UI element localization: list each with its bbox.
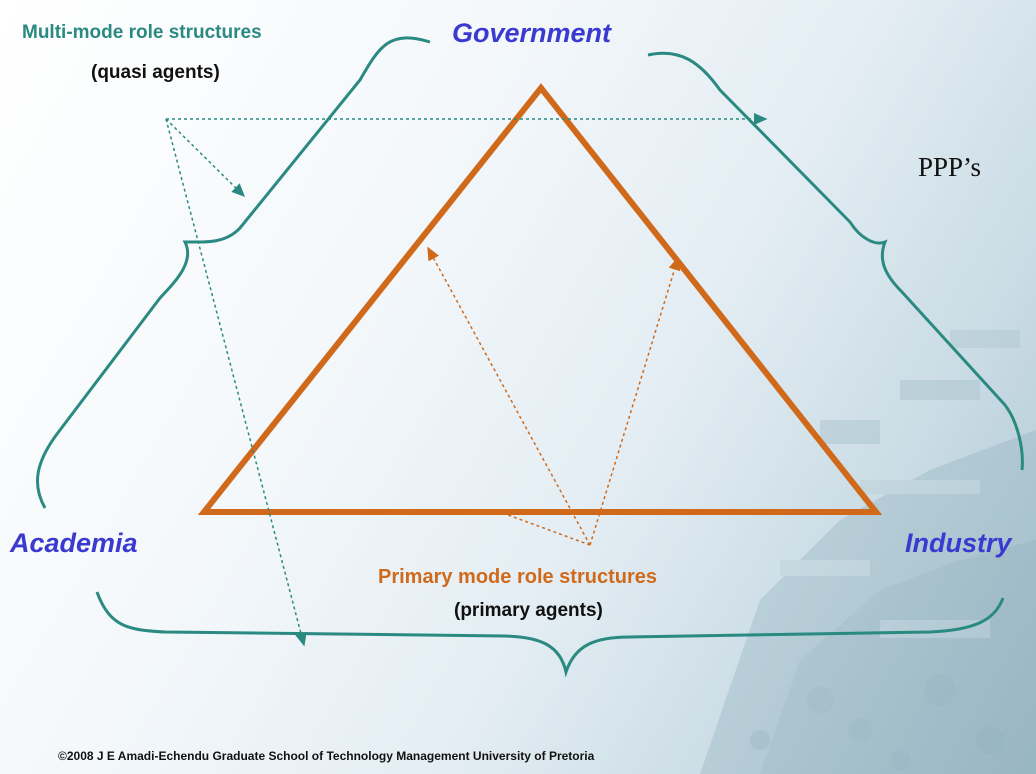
primary-arrow-left-side — [427, 246, 591, 546]
quasi-arrow-to-brace — [165, 118, 246, 198]
primary-arrow-base — [499, 511, 591, 546]
node-industry-label: Industry — [905, 528, 1012, 558]
footer-copyright: ©2008 J E Amadi-Echendu Graduate School … — [58, 749, 595, 763]
quasi-agents-subtitle: (quasi agents) — [91, 62, 220, 83]
brace-right — [647, 51, 1024, 471]
primary-agents-subtitle: (primary agents) — [454, 600, 603, 621]
primary-agents-title: Primary mode role structures — [378, 566, 657, 588]
brace-left — [35, 36, 431, 509]
primary-arrow-right-side — [589, 256, 681, 546]
quasi-arrow-down — [165, 118, 307, 647]
node-government-label: Government — [452, 18, 612, 48]
primary-triangle — [197, 83, 883, 515]
brace-bottom — [95, 591, 1005, 678]
quasi-agents-title: Multi-mode role structures — [22, 22, 262, 43]
node-academia-label: Academia — [10, 528, 138, 558]
ppp-label: PPP’s — [918, 152, 982, 182]
